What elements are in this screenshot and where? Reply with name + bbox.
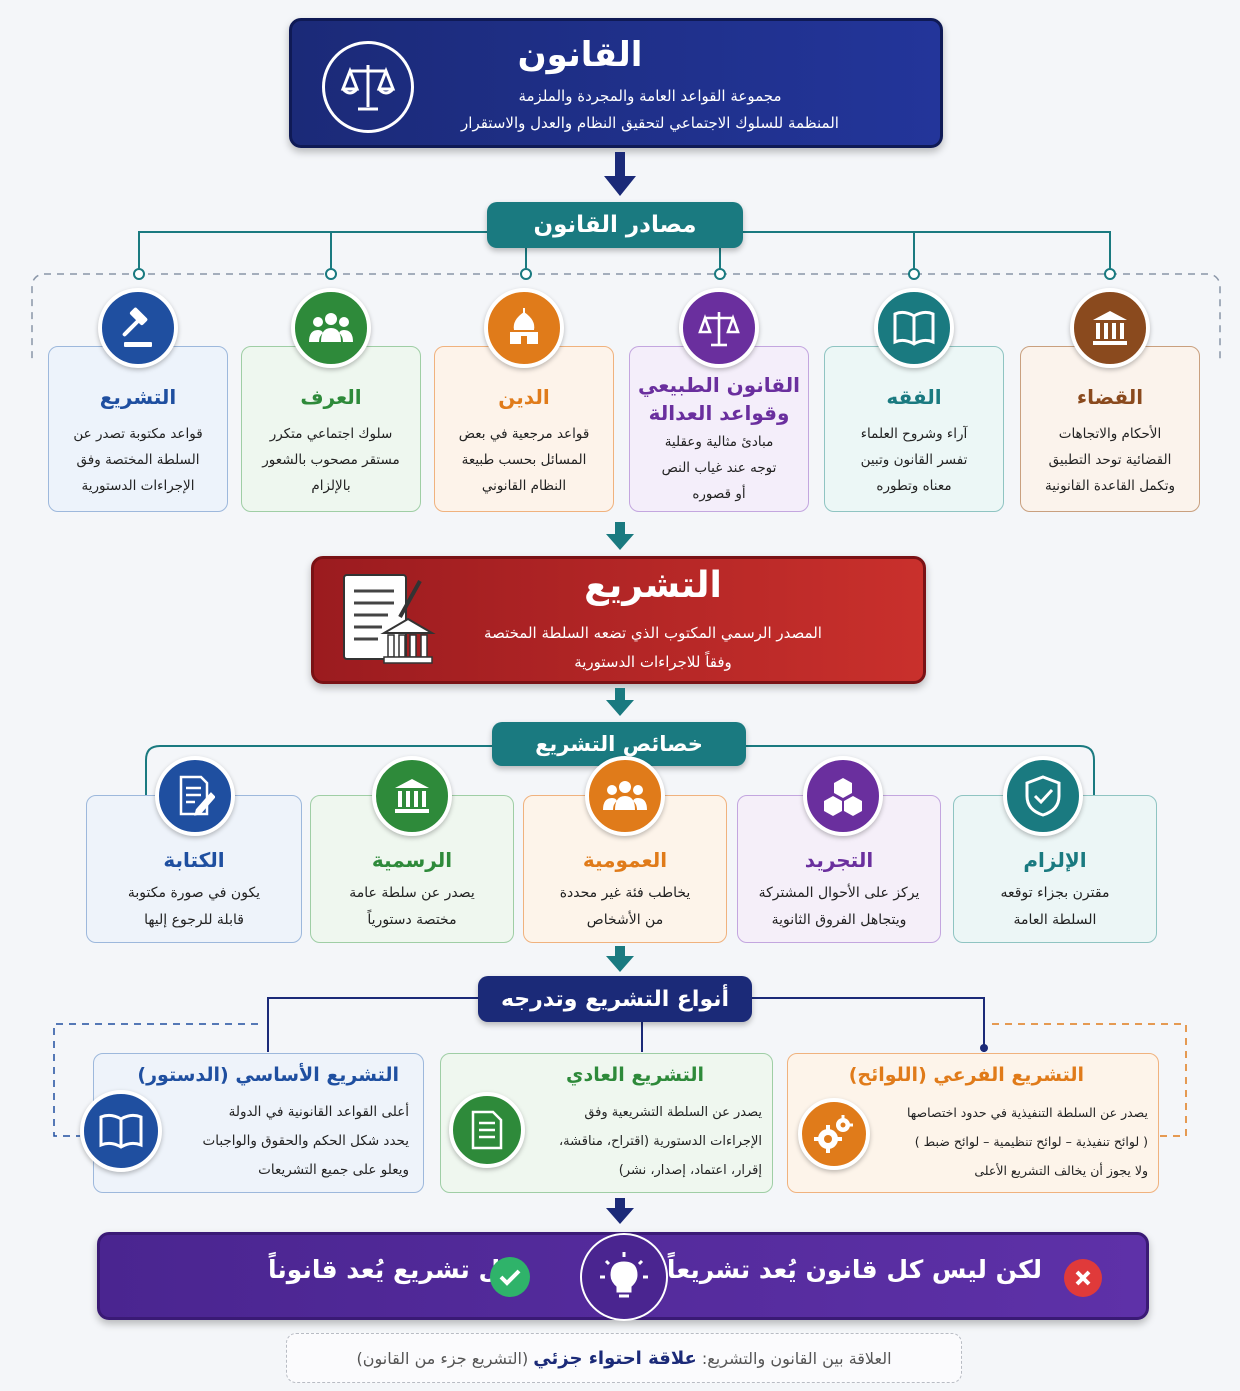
down-arrow (606, 1198, 634, 1224)
law-definition: مجموعة القواعد العامة والمجردة والملزمة … (461, 87, 839, 132)
courthouse-icon (372, 756, 452, 836)
types-heading: أنواع التشريع وتدرجه (478, 976, 752, 1022)
book-icon (80, 1090, 162, 1172)
law-definition-box: القانون مجموعة القواعد العامة والمجردة و… (289, 18, 943, 148)
legislation-definition: المصدر الرسمي المكتوب الذي تضعه السلطة ا… (484, 624, 822, 671)
courthouse-icon (1070, 288, 1150, 368)
relationship-note: العلاقة بين القانون والتشريع: علاقة احتو… (286, 1333, 962, 1383)
gavel-icon (98, 288, 178, 368)
legislation-title: التشريع (584, 565, 722, 606)
document-edit-icon (155, 756, 235, 836)
scales-icon (679, 288, 759, 368)
gears-icon (798, 1098, 870, 1170)
book-icon (874, 288, 954, 368)
note-suffix: (التشريع جزء من القانون) (356, 1348, 529, 1368)
types-connectors (53, 997, 1187, 1137)
check-icon (490, 1257, 530, 1297)
scales-icon (322, 41, 414, 133)
conclusion-box: لكن ليس كل قانون يُعد تشريعاً كل تشريع ي… (97, 1232, 1149, 1321)
document-list-icon (449, 1092, 525, 1168)
down-arrow (606, 688, 634, 716)
x-icon (1064, 1259, 1102, 1297)
shield-check-icon (1003, 756, 1083, 836)
lightbulb-icon (580, 1233, 668, 1321)
type-card-ordinary: التشريع العادي يصدر عن السلطة التشريعية … (440, 1053, 773, 1193)
sources-heading: مصادر القانون (487, 202, 743, 248)
note-prefix: العلاقة بين القانون والتشريع: (701, 1348, 892, 1368)
features-heading: خصائص التشريع (492, 722, 746, 766)
sources-connectors (31, 231, 1221, 360)
law-title: القانون (517, 35, 643, 75)
every-legislation-is-law: كل تشريع يُعد قانوناً (268, 1255, 516, 1284)
type-card-subsidiary: التشريع الفرعي (اللوائح) يصدر عن السلطة … (787, 1053, 1159, 1193)
people-icon (291, 288, 371, 368)
note-emphasis: علاقة احتواء جزئي (533, 1347, 697, 1369)
people-icon (585, 756, 665, 836)
down-arrow (604, 152, 636, 196)
features-connectors (145, 745, 1095, 796)
down-arrow (606, 522, 634, 550)
document-courthouse-icon (338, 571, 438, 671)
cubes-icon (803, 756, 883, 836)
not-every-law-is-legislation: لكن ليس كل قانون يُعد تشريعاً (666, 1255, 1042, 1284)
down-arrow (606, 946, 634, 972)
mosque-icon (484, 288, 564, 368)
legislation-definition-box: التشريع المصدر الرسمي المكتوب الذي تضعه … (311, 556, 926, 684)
